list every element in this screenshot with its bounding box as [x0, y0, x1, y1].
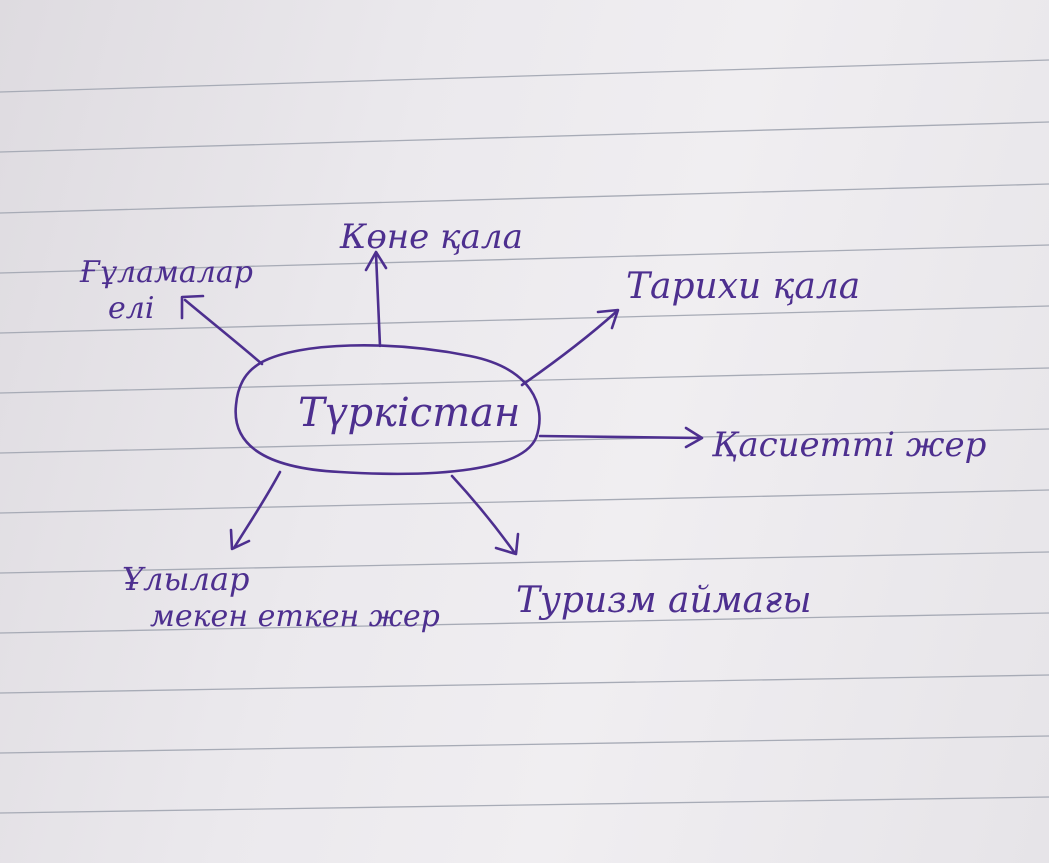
ruled-line [0, 674, 1049, 694]
center-label: Түркістан [298, 390, 520, 436]
branch-label-top: Көне қала [339, 217, 523, 257]
arrow-top-left [180, 294, 264, 366]
ruled-line [0, 183, 1049, 214]
ruled-line [0, 612, 1049, 634]
ruled-line [0, 428, 1049, 454]
ruled-line [0, 367, 1049, 394]
ruled-line [0, 59, 1049, 93]
ruled-line [0, 244, 1049, 274]
arrow-bottom-right [450, 474, 520, 556]
branch-label-top-left-line1: Ғұламалар [79, 255, 253, 290]
arrow-top [364, 250, 388, 348]
branch-label-right: Қасиетті жер [711, 425, 986, 465]
center-ellipse [234, 344, 541, 476]
arrow-bottom-left [229, 470, 282, 551]
ruled-line [0, 796, 1049, 814]
branch-label-top-left-line2: елі [108, 291, 154, 326]
branch-label-bottom-left-line1: Ұлылар [122, 560, 250, 598]
ruled-line [0, 735, 1049, 754]
arrow-right [538, 426, 704, 449]
ruled-line [0, 121, 1049, 153]
arrow-top-right [520, 308, 620, 387]
branch-label-top-right: Тарихи қала [626, 266, 860, 307]
ruled-line [0, 305, 1049, 334]
ruled-line [0, 551, 1049, 574]
branch-label-bottom-right: Туризм аймағы [516, 580, 812, 621]
branch-label-bottom-left-line2: мекен еткен жер [150, 599, 440, 634]
ruled-line [0, 489, 1049, 514]
